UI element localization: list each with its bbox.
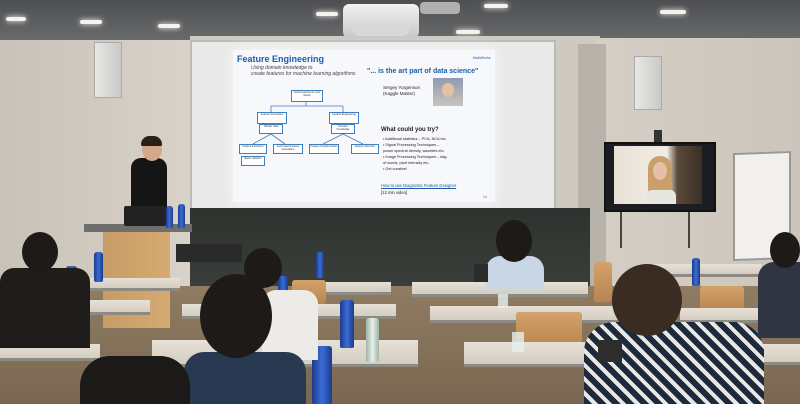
slide-subtitle: Using domain knowledge to create feature… [251, 65, 356, 77]
bullet-item: power spectral density, wavelets etc. [383, 149, 445, 153]
wall-speaker [94, 42, 122, 98]
bullet-item: • Signal Processing Techniques – [383, 143, 440, 147]
water-bottle [166, 206, 173, 228]
wall-speaker [634, 56, 662, 110]
person-role: (Kaggle Master) [383, 91, 416, 96]
diagram-box: Basic statistics [241, 156, 265, 166]
diagram-box: Domain Knowledge [331, 124, 355, 134]
presenter-hair [141, 136, 162, 146]
mathworks-logo: MathWorks [473, 56, 491, 60]
av-equipment [176, 244, 242, 262]
attendee [184, 352, 306, 404]
desk [325, 282, 391, 295]
slide-question: What could you try? [381, 127, 439, 133]
desk [680, 308, 770, 323]
attendee [758, 262, 800, 338]
water-glass [512, 332, 524, 352]
ceiling-light [316, 12, 338, 16]
diagram-box: Feature Selection [351, 144, 379, 154]
slide-page-number: 14 [483, 195, 487, 199]
diagram-box: Feature Generation [257, 112, 287, 124]
camera [654, 130, 662, 142]
attendee-head [496, 220, 532, 262]
water-bottle-clear [366, 318, 379, 362]
ceiling-light [158, 24, 180, 28]
attendee [262, 290, 318, 360]
monitor-stand [620, 212, 690, 248]
projector-mount [420, 2, 460, 14]
diagram-box: Good Features for your Model [291, 90, 323, 102]
bullet-item: • Image Processing Techniques – bag [383, 155, 447, 159]
ceiling-light [6, 17, 26, 21]
speaker-photo [433, 78, 463, 106]
attendee-patterned-sweater [584, 322, 764, 404]
slide-quote: "... is the art part of data science" [367, 68, 479, 75]
attendee-head [612, 264, 682, 336]
presentation-slide: Feature Engineering Using domain knowled… [233, 50, 495, 202]
slide-link-subtitle: [12 min video] [381, 190, 408, 195]
water-glass [498, 294, 508, 308]
desk [464, 342, 600, 367]
projector-lens [352, 24, 410, 36]
remote-participant [653, 162, 667, 180]
bullet-item: of words, pixel intensity etc. [383, 161, 430, 165]
water-bottle [692, 258, 700, 286]
water-bottle [316, 252, 324, 278]
chair [516, 312, 582, 346]
slide-person: Sergey Yurgenson (Kaggle Master) [383, 85, 420, 97]
slide-bullet-list: • Additional statistics – PCA, NCA etc. … [383, 136, 447, 172]
ceiling-light [660, 10, 686, 14]
attendee-head [200, 274, 272, 358]
water-bottle [312, 346, 332, 404]
attendee [80, 356, 190, 404]
ceiling-light [456, 30, 480, 34]
feature-diagram [252, 100, 364, 145]
bullet-item: • Additional statistics – PCA, NCA etc. [383, 137, 447, 141]
laptop [598, 340, 622, 362]
attendee [0, 268, 90, 348]
water-bottle [94, 252, 103, 282]
water-bottle [178, 204, 185, 228]
lectern-top [84, 224, 192, 232]
water-bottle [340, 300, 354, 348]
slide-link: How to use Diagnostic Feature Designer [381, 183, 457, 188]
laptop [124, 206, 166, 226]
diagram-box: Tabular data [259, 124, 283, 134]
diagram-box: Feature Engineering [329, 112, 359, 124]
desk [0, 344, 100, 361]
diagram-box: Feature Transformation [309, 144, 339, 154]
face [442, 83, 454, 97]
bullet-item: • Get creative! [383, 167, 407, 171]
desk [652, 264, 762, 277]
attendee-head [22, 232, 58, 272]
slide-subtitle-line: Using domain knowledge to [251, 65, 313, 71]
chair [594, 262, 612, 302]
ceiling-light [80, 20, 102, 24]
chair [700, 286, 744, 310]
desk [60, 278, 180, 291]
attendee-head [770, 232, 800, 268]
person-name: Sergey Yurgenson [383, 85, 420, 90]
remote-participant-shirt [646, 190, 676, 204]
slide-title: Feature Engineering [237, 54, 325, 64]
ceiling-light [484, 4, 508, 8]
diagram-box: Feature Extraction [239, 144, 267, 154]
diagram-box: Automated Feature Generation [273, 144, 303, 154]
slide-subtitle-line: create features for machine learning alg… [251, 71, 356, 77]
laptop [474, 264, 488, 282]
